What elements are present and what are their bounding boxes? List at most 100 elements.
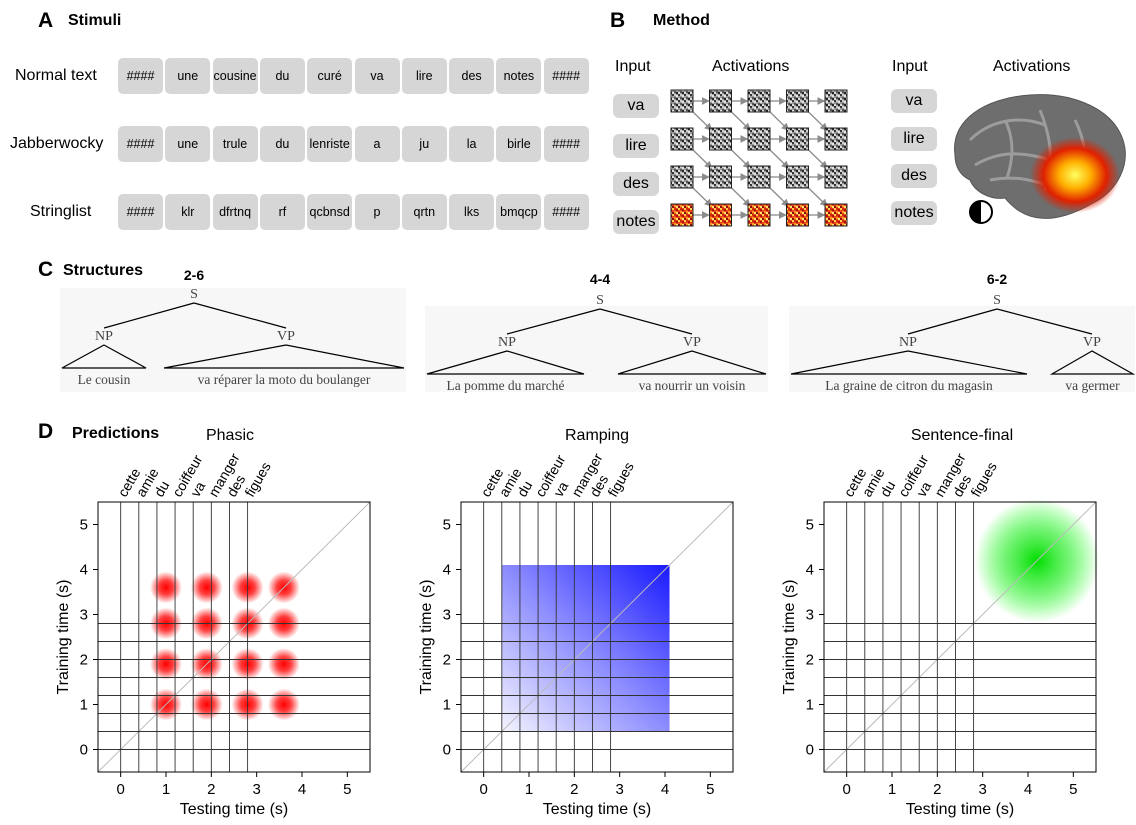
stimulus-token: rf bbox=[259, 194, 305, 230]
activation-cell bbox=[670, 203, 694, 227]
tree-branch bbox=[599, 308, 693, 335]
y-tick-label: 5 bbox=[806, 517, 814, 534]
x-tick-label: 4 bbox=[1024, 781, 1032, 798]
tree-root-label: S bbox=[596, 293, 604, 308]
brain-input-va: va bbox=[891, 89, 937, 113]
word-label: du bbox=[151, 478, 173, 499]
tree-np-label: NP bbox=[899, 335, 917, 350]
tree-root-label: S bbox=[190, 287, 198, 302]
diagonal-arrow bbox=[806, 147, 828, 169]
x-tick-label: 1 bbox=[525, 781, 533, 798]
diagonal-arrow bbox=[729, 147, 751, 169]
vp-phrase: va réparer la moto du boulanger bbox=[198, 372, 371, 387]
method-input-header: Input bbox=[615, 58, 651, 75]
stimulus-token: #### bbox=[543, 58, 589, 94]
stimulus-token: du bbox=[259, 58, 305, 94]
plot-title: Sentence-final bbox=[911, 427, 1013, 444]
diagonal-arrow bbox=[690, 147, 713, 169]
diagonal-line bbox=[97, 501, 371, 773]
stimulus-token: lire bbox=[401, 58, 447, 94]
tree-np-label: NP bbox=[498, 335, 516, 350]
tree-name: 6-2 bbox=[987, 271, 1007, 287]
phasic-blob bbox=[150, 648, 182, 680]
plot-frame bbox=[460, 501, 734, 773]
brain-input-lire: lire bbox=[891, 127, 937, 151]
y-tick-label: 3 bbox=[80, 607, 88, 624]
tree-branch bbox=[103, 302, 195, 329]
stimulus-token: notes bbox=[496, 58, 542, 94]
stimulus-token: des bbox=[449, 58, 495, 94]
y-tick-label: 2 bbox=[443, 652, 451, 669]
x-tick-label: 2 bbox=[570, 781, 578, 798]
network-input-notes: notes bbox=[613, 210, 659, 234]
brain-input-header: Input bbox=[892, 58, 928, 75]
y-tick-label: 1 bbox=[806, 697, 814, 714]
panel-d-title: Predictions bbox=[72, 425, 160, 442]
vp-phrase: va germer bbox=[1065, 378, 1120, 393]
stimulus-token: trule bbox=[212, 126, 258, 162]
stimulus-token: qrtn bbox=[401, 194, 447, 230]
vp-triangle bbox=[1049, 350, 1136, 375]
diagonal-arrow bbox=[767, 109, 790, 131]
x-tick-label: 0 bbox=[479, 781, 487, 798]
y-tick-label: 1 bbox=[80, 697, 88, 714]
y-tick-label: 3 bbox=[443, 607, 451, 624]
diagonal-line bbox=[823, 501, 1097, 773]
x-tick-label: 3 bbox=[978, 781, 986, 798]
network-activations-grid bbox=[670, 89, 848, 227]
stimulus-token: birle bbox=[496, 126, 542, 162]
y-axis-label: Training time (s) bbox=[781, 580, 798, 695]
y-tick-label: 1 bbox=[443, 697, 451, 714]
activation-cell bbox=[786, 89, 809, 113]
activation-cell bbox=[747, 203, 771, 227]
plot-frame bbox=[97, 501, 371, 773]
diagonal-arrow bbox=[767, 185, 790, 207]
stimulus-token: cousine bbox=[212, 58, 258, 94]
activation-cell bbox=[747, 127, 771, 151]
stimulus-token: curé bbox=[307, 58, 353, 94]
y-tick-label: 3 bbox=[806, 607, 814, 624]
diagonal-arrow bbox=[690, 185, 713, 207]
tree-branch bbox=[506, 308, 601, 335]
diagonal-arrow bbox=[806, 185, 828, 207]
y-tick-label: 0 bbox=[443, 742, 451, 759]
np-triangle bbox=[61, 344, 147, 369]
diagonal-line bbox=[460, 501, 734, 773]
stimulus-token: la bbox=[449, 126, 495, 162]
phasic-blob bbox=[267, 688, 300, 721]
plot-frame bbox=[823, 501, 1097, 773]
stimulus-token: une bbox=[165, 58, 211, 94]
y-tick-label: 5 bbox=[80, 517, 88, 534]
activation-cell bbox=[709, 165, 732, 189]
y-tick-label: 4 bbox=[80, 562, 88, 579]
prediction-plot: Sentence-finalcetteamieducoiffeurvamange… bbox=[781, 427, 1100, 818]
x-tick-label: 5 bbox=[343, 781, 351, 798]
stimulus-token: lks bbox=[449, 194, 495, 230]
stimulus-row-label: Stringlist bbox=[30, 203, 92, 220]
activation-cell bbox=[709, 127, 732, 151]
stimulus-token: bmqcp bbox=[496, 194, 542, 230]
x-axis-label: Testing time (s) bbox=[543, 801, 651, 818]
brain-activations-header: Activations bbox=[993, 58, 1071, 75]
stimulus-row-label: Jabberwocky bbox=[10, 135, 104, 152]
word-label: va bbox=[550, 479, 571, 500]
tree-np-label: NP bbox=[95, 329, 113, 344]
brain-surface-image bbox=[954, 94, 1126, 224]
panel-a-title: Stimuli bbox=[68, 12, 122, 29]
np-triangle bbox=[426, 350, 585, 375]
phasic-blob bbox=[267, 648, 300, 680]
stimulus-token: une bbox=[165, 126, 211, 162]
activation-cell bbox=[709, 89, 732, 113]
x-tick-label: 3 bbox=[252, 781, 260, 798]
stimulus-row-label: Normal text bbox=[15, 67, 97, 84]
stimulus-token: #### bbox=[118, 58, 163, 94]
word-label: du bbox=[877, 478, 899, 499]
activation-cell bbox=[786, 127, 809, 151]
tree-branch bbox=[996, 308, 1093, 335]
plot-title: Ramping bbox=[565, 427, 629, 444]
panel-c-title: Structures bbox=[63, 262, 144, 279]
x-tick-label: 2 bbox=[207, 781, 215, 798]
y-tick-label: 5 bbox=[443, 517, 451, 534]
stimulus-token: va bbox=[354, 58, 400, 94]
